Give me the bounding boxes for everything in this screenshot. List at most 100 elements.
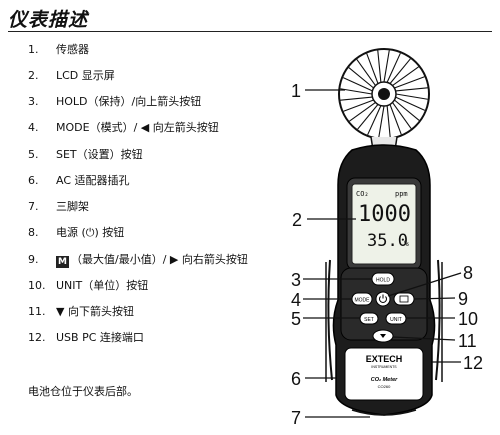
- callout-5: 5: [291, 309, 301, 329]
- callout-line-8: [387, 272, 462, 297]
- list-item: 12. USB PC 连接端口: [28, 328, 144, 348]
- sensor-vane: [367, 105, 382, 136]
- item-text: 三脚架: [56, 200, 89, 213]
- callout-8: 8: [463, 263, 473, 283]
- tripod-mount: [351, 409, 417, 416]
- title-rule: [8, 31, 492, 32]
- item-number: 8.: [28, 226, 39, 239]
- list-item: 4. MODE（模式）/ ◀ 向左箭头按钮: [28, 118, 219, 138]
- item-number: 7.: [28, 200, 39, 213]
- item-number: 5.: [28, 148, 39, 161]
- sensor-vane: [377, 50, 382, 83]
- callout-12: 12: [463, 353, 483, 373]
- brand-sub: INSTRUMENTS: [371, 365, 397, 369]
- list-item: 6. AC 适配器插孔: [28, 171, 130, 191]
- item-text: AC 适配器插孔: [56, 174, 130, 187]
- max-min-button-icon: [399, 295, 409, 303]
- sensor-vane: [357, 104, 379, 130]
- item-number: 9.: [28, 253, 39, 266]
- unit-button-label: UNIT: [390, 317, 402, 323]
- max-min-icon: M: [56, 256, 69, 268]
- item-number: 6.: [28, 174, 39, 187]
- sensor-vane: [366, 53, 379, 84]
- item-text: MODE（模式）/ ◀ 向左箭头按钮: [56, 121, 219, 134]
- item-number: 1.: [28, 43, 39, 56]
- callout-11: 11: [458, 331, 477, 351]
- item-number: 3.: [28, 95, 39, 108]
- callout-6: 6: [291, 369, 301, 389]
- item-number: 2.: [28, 69, 39, 82]
- callout-7: 7: [291, 408, 301, 428]
- list-item: 11. ▼ 向下箭头按钮: [28, 302, 134, 322]
- label-panel: [344, 347, 424, 401]
- sensor-vane: [394, 99, 420, 121]
- sensor-vane: [340, 96, 373, 101]
- sensor-vane: [392, 102, 412, 129]
- item-text: （最大值/最小值）/ ▶ 向右箭头按钮: [71, 253, 248, 266]
- lcd-unit-percent: %: [404, 239, 409, 248]
- mode-button-label: MODE: [355, 298, 371, 304]
- power-button[interactable]: [375, 291, 391, 307]
- callout-3: 3: [291, 270, 301, 290]
- power-icon: [379, 296, 387, 303]
- model-code: CO260: [378, 384, 391, 389]
- list-item: 9. M（最大值/最小值）/ ▶ 向右箭头按钮: [28, 250, 248, 270]
- lcd-value-bottom: 35.0: [367, 231, 408, 251]
- list-item: 10.UNIT（单位）按钮: [28, 276, 148, 296]
- item-text: 电源 (⏻) 按钮: [56, 226, 125, 239]
- lcd-screen: [351, 183, 417, 265]
- right-grip: [435, 259, 441, 381]
- sensor-vane: [383, 50, 390, 83]
- page-title: 仪表描述: [8, 9, 89, 31]
- sensor-vane: [394, 76, 425, 89]
- sensor-vane: [389, 58, 411, 84]
- callout-10: 10: [458, 309, 478, 329]
- sensor-vane: [343, 99, 374, 112]
- sensor-vane: [349, 102, 376, 122]
- list-item: 3. HOLD（保持）/向上箭头按钮: [28, 92, 201, 112]
- item-text: HOLD（保持）/向上箭头按钮: [56, 95, 202, 108]
- item-text: 传感器: [56, 43, 89, 56]
- footnote: 电池仓位于仪表后部。: [28, 385, 138, 398]
- item-number: 12.: [28, 331, 46, 344]
- sensor-vane: [340, 88, 373, 95]
- sensor-vane: [356, 59, 376, 86]
- model-name: CO₂ Meter: [371, 377, 398, 383]
- list-item: 1. 传感器: [28, 40, 89, 60]
- sensor-vane: [386, 52, 401, 83]
- item-number: 11.: [28, 305, 46, 318]
- item-text: USB PC 连接端口: [56, 331, 144, 344]
- sensor-vane: [395, 93, 428, 100]
- sensor-vane: [342, 77, 373, 92]
- brand-logo: EXTECH: [366, 354, 403, 364]
- sensor-vane: [386, 105, 391, 138]
- down-arrow-icon: [380, 334, 386, 338]
- sensor-fan: [338, 48, 430, 140]
- hold-button-label: HOLD: [376, 278, 390, 284]
- callout-line-9: [413, 297, 456, 300]
- callout-4: 4: [291, 290, 301, 310]
- list-item: 5. SET（设置）按钮: [28, 145, 143, 165]
- list-item: 7. 三脚架: [28, 197, 89, 217]
- max-min-button[interactable]: [393, 292, 415, 306]
- list-item: 8. 电源 (⏻) 按钮: [28, 223, 124, 243]
- lcd-value-top: 1000: [358, 202, 411, 227]
- sensor-vane: [348, 67, 374, 89]
- callout-2: 2: [292, 210, 302, 230]
- item-text: ▼ 向下箭头按钮: [56, 305, 134, 318]
- sensor-vane: [389, 104, 402, 135]
- lcd-gas-label: CO₂: [356, 190, 369, 198]
- callout-1: 1: [291, 81, 301, 101]
- item-text: LCD 显示屏: [56, 69, 115, 82]
- list-item: 2. LCD 显示屏: [28, 66, 115, 86]
- lcd-unit-ppm: ppm: [395, 190, 408, 198]
- sensor-vane: [395, 96, 426, 111]
- sensor-vane: [395, 87, 428, 92]
- sensor-vane: [392, 66, 419, 86]
- item-text: SET（设置）按钮: [56, 148, 143, 161]
- item-text: UNIT（单位）按钮: [56, 279, 149, 292]
- set-button-label: SET: [364, 317, 374, 323]
- sensor-vane: [378, 105, 385, 138]
- item-number: 4.: [28, 121, 39, 134]
